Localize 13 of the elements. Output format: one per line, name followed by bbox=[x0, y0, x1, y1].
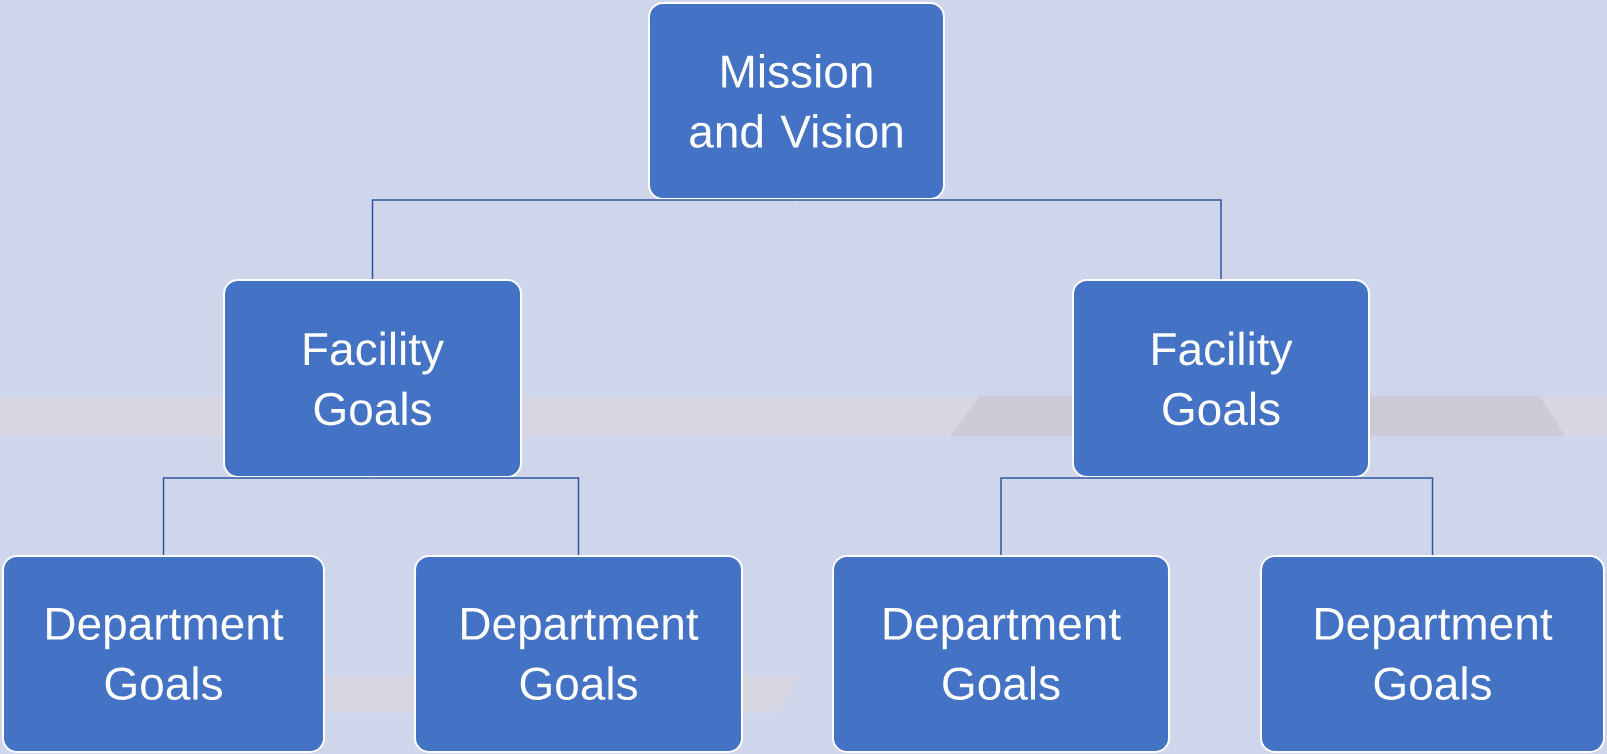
connector-line bbox=[795, 199, 1222, 280]
connector-line bbox=[1000, 477, 1222, 556]
connector-line bbox=[371, 199, 798, 280]
connector-line bbox=[371, 477, 580, 556]
goal-box: Facility Goals bbox=[223, 279, 522, 478]
goal-box: Mission and Vision bbox=[648, 2, 945, 200]
goal-box: Facility Goals bbox=[1072, 279, 1370, 478]
goal-box: Department Goals bbox=[1260, 555, 1605, 753]
goal-box: Department Goals bbox=[414, 555, 743, 753]
connector-line bbox=[162, 477, 374, 556]
connector-line bbox=[1220, 477, 1434, 556]
goal-box: Department Goals bbox=[2, 555, 325, 753]
goal-box: Department Goals bbox=[832, 555, 1170, 753]
